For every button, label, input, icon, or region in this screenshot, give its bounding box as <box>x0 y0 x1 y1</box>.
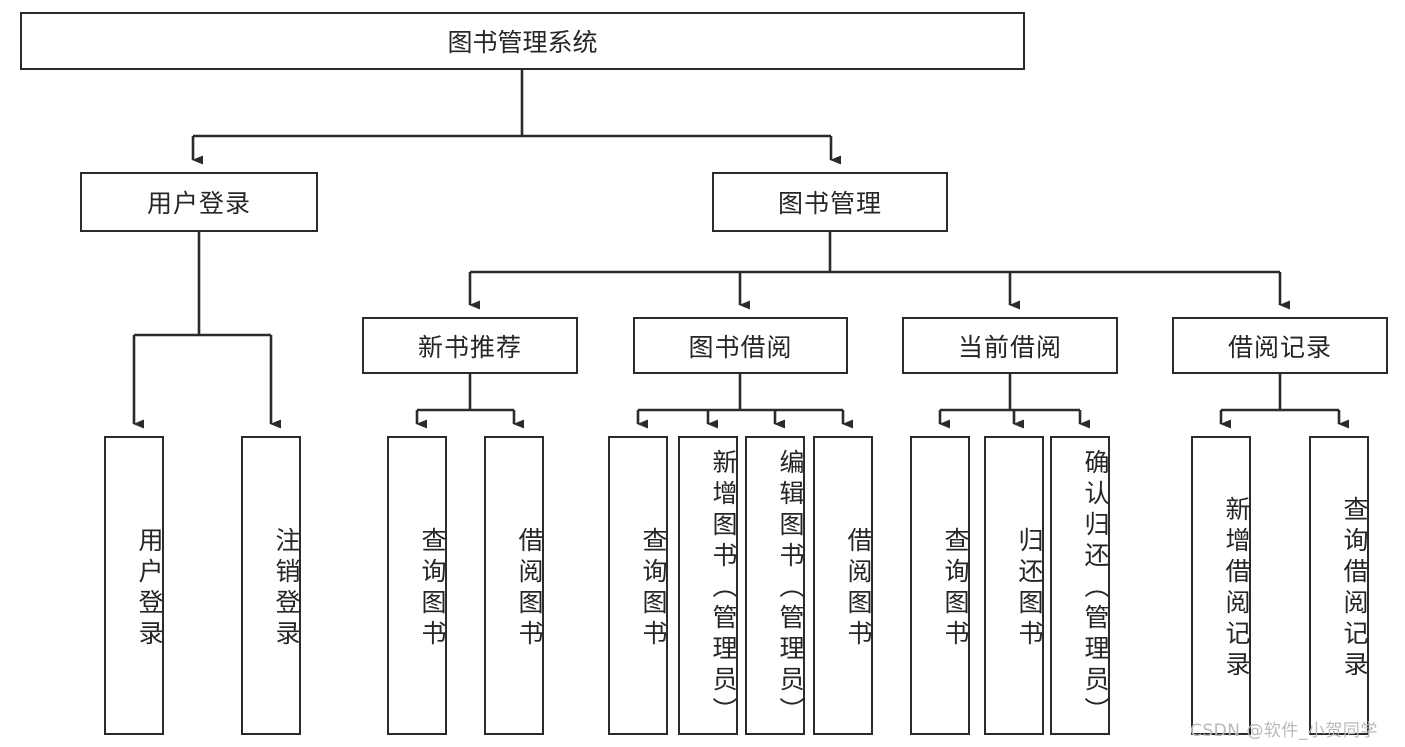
leaf-label: 注销登录 <box>272 526 301 651</box>
node-book-management-label: 图书管理 <box>777 189 882 218</box>
leaf-label: 确认归还（管理员） <box>1081 449 1110 728</box>
node-new-book-recommend[interactable]: 新书推荐 <box>362 317 578 374</box>
leaf-label: 借阅图书 <box>515 526 544 651</box>
leaf-label: 用户登录 <box>135 526 164 651</box>
leaf-label: 新增借阅记录 <box>1222 495 1251 682</box>
node-book-management[interactable]: 图书管理 <box>712 172 948 232</box>
leaf-label: 查询图书 <box>941 526 970 651</box>
node-user-login[interactable]: 用户登录 <box>80 172 318 232</box>
leaf-label: 借阅图书 <box>844 526 873 651</box>
leaf-user-login[interactable]: 用户登录 <box>104 436 164 735</box>
node-root-label: 图书管理系统 <box>447 28 598 57</box>
leaf-query-book-current[interactable]: 查询图书 <box>910 436 970 735</box>
leaf-borrow-book[interactable]: 借阅图书 <box>813 436 873 735</box>
node-borrow-record-label: 借阅记录 <box>1227 332 1332 362</box>
node-root[interactable]: 图书管理系统 <box>20 12 1025 70</box>
leaf-confirm-return-admin[interactable]: 确认归还（管理员） <box>1050 436 1110 735</box>
node-new-book-recommend-label: 新书推荐 <box>417 332 522 362</box>
leaf-label: 查询借阅记录 <box>1340 495 1369 682</box>
leaf-return-book[interactable]: 归还图书 <box>984 436 1044 735</box>
node-book-borrow-label: 图书借阅 <box>688 332 793 362</box>
leaf-query-book-recommend[interactable]: 查询图书 <box>387 436 447 735</box>
node-book-borrow[interactable]: 图书借阅 <box>633 317 848 374</box>
leaf-label: 新增图书（管理员） <box>709 449 738 728</box>
leaf-add-borrow-record[interactable]: 新增借阅记录 <box>1191 436 1251 735</box>
leaf-label: 查询图书 <box>418 526 447 651</box>
leaf-query-borrow-record[interactable]: 查询借阅记录 <box>1309 436 1369 735</box>
leaf-add-book-admin[interactable]: 新增图书（管理员） <box>678 436 738 735</box>
node-current-borrow[interactable]: 当前借阅 <box>902 317 1118 374</box>
node-current-borrow-label: 当前借阅 <box>957 332 1062 362</box>
node-borrow-record[interactable]: 借阅记录 <box>1172 317 1388 374</box>
leaf-query-book-borrow[interactable]: 查询图书 <box>608 436 668 735</box>
leaf-user-logout[interactable]: 注销登录 <box>241 436 301 735</box>
leaf-borrow-book-recommend[interactable]: 借阅图书 <box>484 436 544 735</box>
leaf-label: 编辑图书（管理员） <box>776 449 805 728</box>
watermark: CSDN @软件_小贺同学 <box>1190 721 1378 741</box>
leaf-edit-book-admin[interactable]: 编辑图书（管理员） <box>745 436 805 735</box>
leaf-label: 归还图书 <box>1015 526 1044 651</box>
leaf-label: 查询图书 <box>639 526 668 651</box>
node-user-login-label: 用户登录 <box>146 189 251 218</box>
